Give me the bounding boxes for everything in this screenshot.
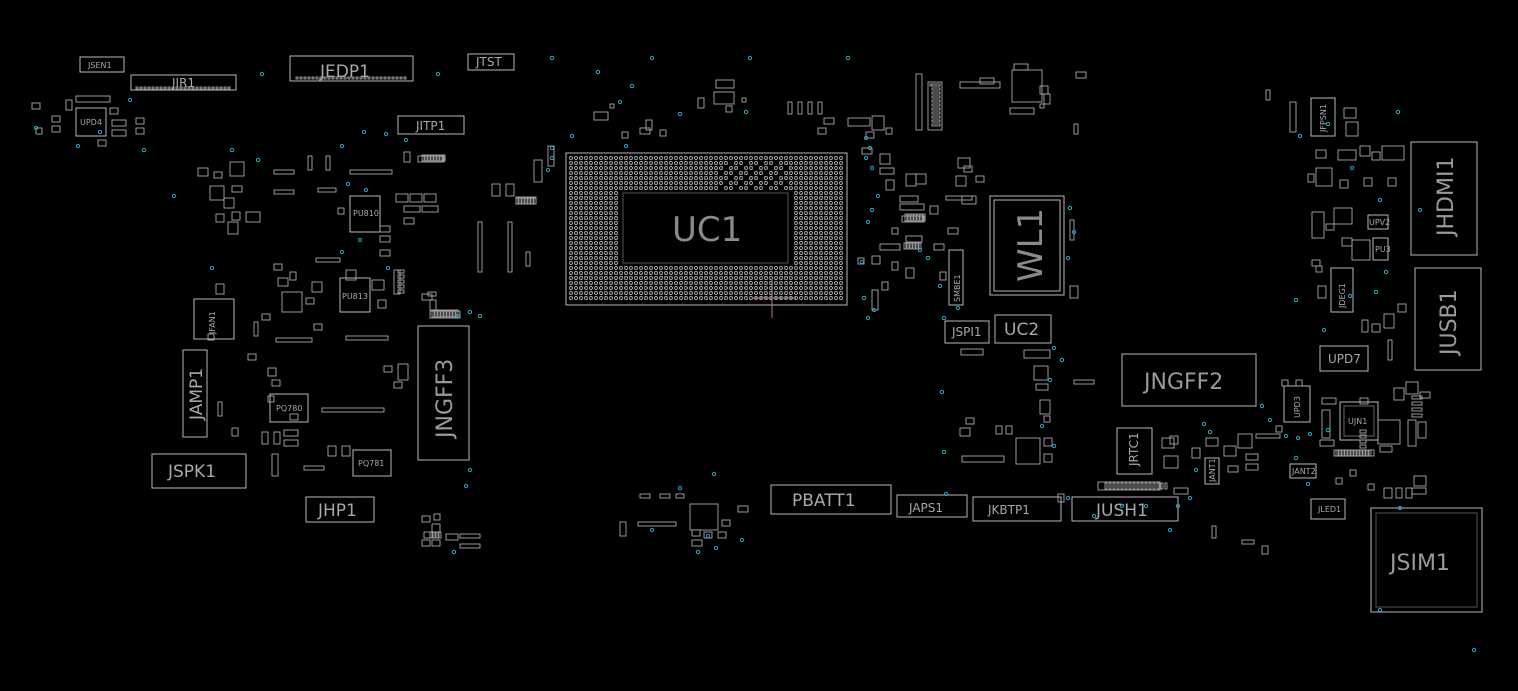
upv2-label: UPV2 [1369, 218, 1390, 227]
uc1-label: UC1 [672, 210, 742, 250]
component-jhp1[interactable]: JHP1 [305, 496, 375, 523]
component-jled1[interactable]: JLED1 [1310, 498, 1346, 520]
jspk1-label: JSPK1 [167, 462, 216, 482]
component-uc1[interactable]: UC1 [565, 152, 848, 318]
component-jsen1[interactable]: JSEN1 [79, 56, 125, 73]
component-jush1[interactable]: JUSH1 [1071, 496, 1179, 522]
component-jant2[interactable]: JANT2 [1289, 463, 1317, 479]
component-jhdmi1[interactable]: JHDMI1 [1410, 141, 1478, 256]
jant1-label: JANT1 [1208, 458, 1217, 483]
pq781-label: PQ781 [358, 459, 384, 468]
jled1-label: JLED1 [1317, 505, 1341, 514]
component-jsim1[interactable]: JSIM1 [1370, 507, 1483, 613]
pu813-label: PU813 [342, 292, 368, 301]
jkbtp1-label: JKBTP1 [987, 503, 1030, 517]
component-jusb1[interactable]: JUSB1 [1414, 267, 1482, 371]
jush1-label: JUSH1 [1095, 501, 1148, 521]
component-smbe1[interactable]: SMBE1 [948, 249, 964, 306]
component-jfan1[interactable]: JFAN1 [193, 298, 235, 340]
upd3-label: UPD3 [1293, 396, 1302, 418]
jusb1-label: JUSB1 [1437, 289, 1462, 357]
uc2-label: UC2 [1004, 320, 1039, 340]
component-pq780[interactable]: PQ780 [269, 393, 309, 423]
component-jngff3[interactable]: JNGFF3 [417, 310, 470, 461]
component-pu810[interactable]: PU810 [349, 195, 381, 233]
jspi1-label: JSPI1 [951, 325, 982, 339]
jfpsn1-label: JFPSN1 [1319, 104, 1328, 133]
component-pu813[interactable]: PU813 [339, 277, 371, 313]
smbe1-label: SMBE1 [953, 274, 962, 302]
pq780-label: PQ780 [276, 404, 302, 413]
component-jrtc1[interactable]: JRTC1 [1116, 427, 1153, 475]
component-uc2[interactable]: UC2 [994, 314, 1052, 344]
vias [33, 55, 1477, 653]
component-upd4[interactable]: UPD4 [75, 107, 107, 137]
jtst-label: JTST [475, 55, 502, 69]
component-jfpsn1[interactable]: JFPSN1 [1310, 97, 1336, 137]
component-wl1[interactable]: WL1 [989, 195, 1065, 296]
component-upd7[interactable]: UPD7 [1319, 345, 1369, 372]
jfan1-label: JFAN1 [208, 311, 217, 335]
jrtc1-label: JRTC1 [1127, 432, 1141, 467]
pu810-label: PU810 [353, 209, 379, 218]
wl1-label: WL1 [1011, 208, 1051, 282]
jhdmi1-label: JHDMI1 [1434, 157, 1459, 238]
jngff3-label: JNGFF3 [433, 359, 458, 440]
jhp1-label: JHP1 [317, 501, 357, 521]
jsim1-label: JSIM1 [1388, 551, 1450, 576]
uc1-ball-grid [569, 156, 843, 300]
component-jspk1[interactable]: JSPK1 [151, 453, 247, 489]
jitp1-label: JITP1 [415, 119, 445, 133]
jdeg1-label: JDEG1 [1338, 283, 1347, 309]
component-jspi1[interactable]: JSPI1 [944, 320, 990, 356]
jsen1-label: JSEN1 [87, 61, 112, 70]
jngff2-label: JNGFF2 [1142, 370, 1223, 395]
component-jedp1[interactable]: JEDP1 [289, 55, 414, 82]
component-jdeg1[interactable]: JDEG1 [1330, 267, 1354, 313]
upd4-label: UPD4 [80, 118, 102, 127]
component-jtst[interactable]: JTST [467, 53, 515, 71]
jant2-label: JANT2 [1291, 467, 1316, 476]
japs1-label: JAPS1 [908, 501, 943, 515]
jamp1-label: JAMP1 [187, 368, 207, 421]
passive-components [31, 63, 1431, 555]
component-jngff2[interactable]: JNGFF2 [1121, 353, 1257, 407]
ujn1-label: UJN1 [1348, 417, 1367, 426]
component-upv2[interactable]: UPV2 [1367, 214, 1390, 230]
pbatt1-label: PBATT1 [792, 491, 856, 511]
component-upd3[interactable]: UPD3 [1283, 385, 1311, 423]
upd7-label: UPD7 [1328, 352, 1361, 366]
component-japs1[interactable]: JAPS1 [896, 494, 968, 518]
component-pbatt1[interactable]: PBATT1 [770, 484, 892, 515]
jir1-label: JIR1 [171, 76, 195, 90]
component-pq781[interactable]: PQ781 [352, 449, 392, 477]
component-jamp1[interactable]: JAMP1 [182, 349, 208, 438]
component-pu3[interactable]: PU3 [1372, 237, 1391, 261]
component-jitp1[interactable]: JITP1 [397, 115, 465, 135]
component-jir1[interactable]: JIR1 [130, 74, 237, 91]
component-jant1[interactable]: JANT1 [1204, 457, 1220, 485]
pu3-label: PU3 [1375, 245, 1391, 254]
component-jkbtp1[interactable]: JKBTP1 [972, 496, 1062, 522]
component-ujn1[interactable]: UJN1 [1339, 401, 1379, 441]
